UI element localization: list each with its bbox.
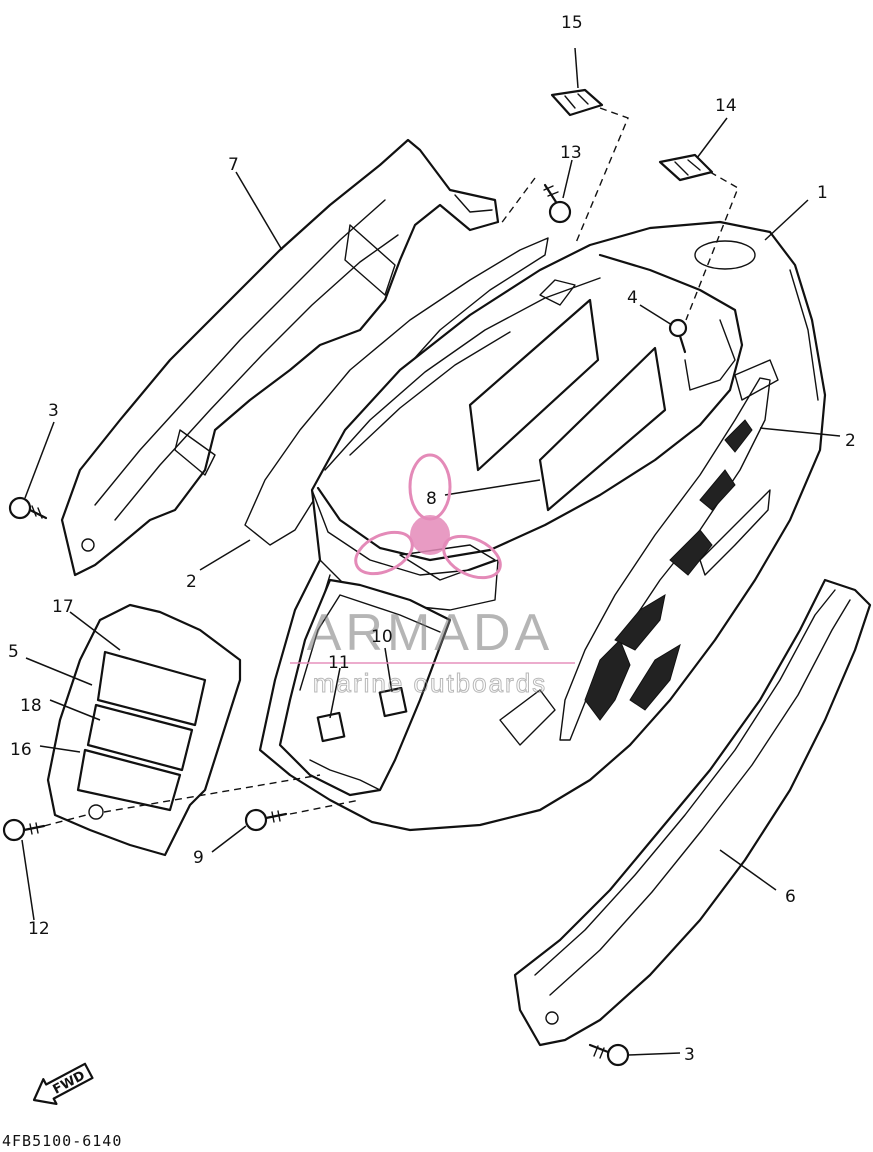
propeller-logo-icon (354, 453, 502, 580)
screw-part-3-right (588, 1043, 630, 1067)
part-7-side-panel (60, 138, 500, 577)
callout-2-right: 2 (845, 431, 856, 451)
assembly-dash-lines (43, 107, 739, 827)
screw-part-12 (2, 818, 46, 842)
callout-7: 7 (228, 155, 239, 175)
leader-lines (21, 47, 841, 1056)
watermark-title: ARMADA (307, 604, 553, 662)
callout-14: 14 (715, 96, 737, 116)
watermark-subtitle: marine outboards (313, 668, 547, 698)
armada-watermark: ARMADA marine outboards (290, 453, 575, 699)
screw-part-9 (244, 808, 288, 832)
callout-10: 10 (371, 627, 393, 647)
callout-1: 1 (817, 183, 828, 203)
callout-9: 9 (193, 848, 204, 868)
callout-4: 4 (627, 288, 638, 308)
callout-6: 6 (785, 887, 796, 907)
part-6-side-panel (513, 578, 872, 1047)
diagram-code: 4FB5100-6140 (2, 1132, 122, 1150)
clip-part-14 (658, 153, 714, 182)
part-2-right-decal (559, 377, 771, 741)
screw-part-3-left (8, 496, 48, 520)
callout-3-left: 3 (48, 401, 59, 421)
part-5-front-panel (46, 603, 242, 857)
fwd-arrow-icon: FWD (32, 1062, 94, 1106)
part-2-left-decal (244, 237, 549, 546)
callout-8: 8 (426, 489, 437, 509)
callout-11: 11 (328, 653, 350, 673)
callout-5: 5 (8, 642, 19, 662)
callout-13: 13 (560, 143, 582, 163)
callout-12: 12 (28, 919, 50, 939)
callout-17: 17 (52, 597, 74, 617)
callout-16: 16 (10, 740, 32, 760)
callout-3-right: 3 (684, 1045, 695, 1065)
callout-18: 18 (20, 696, 42, 716)
screw-part-13 (543, 183, 572, 224)
screw-part-4 (668, 318, 688, 354)
clip-part-15 (550, 88, 604, 117)
callout-2-left: 2 (186, 572, 197, 592)
part-10-11-access-area (278, 578, 452, 797)
callout-15: 15 (561, 13, 583, 33)
callout-numbers: 1 2 2 3 3 4 5 6 7 8 9 10 11 12 13 14 15 … (8, 13, 856, 1065)
